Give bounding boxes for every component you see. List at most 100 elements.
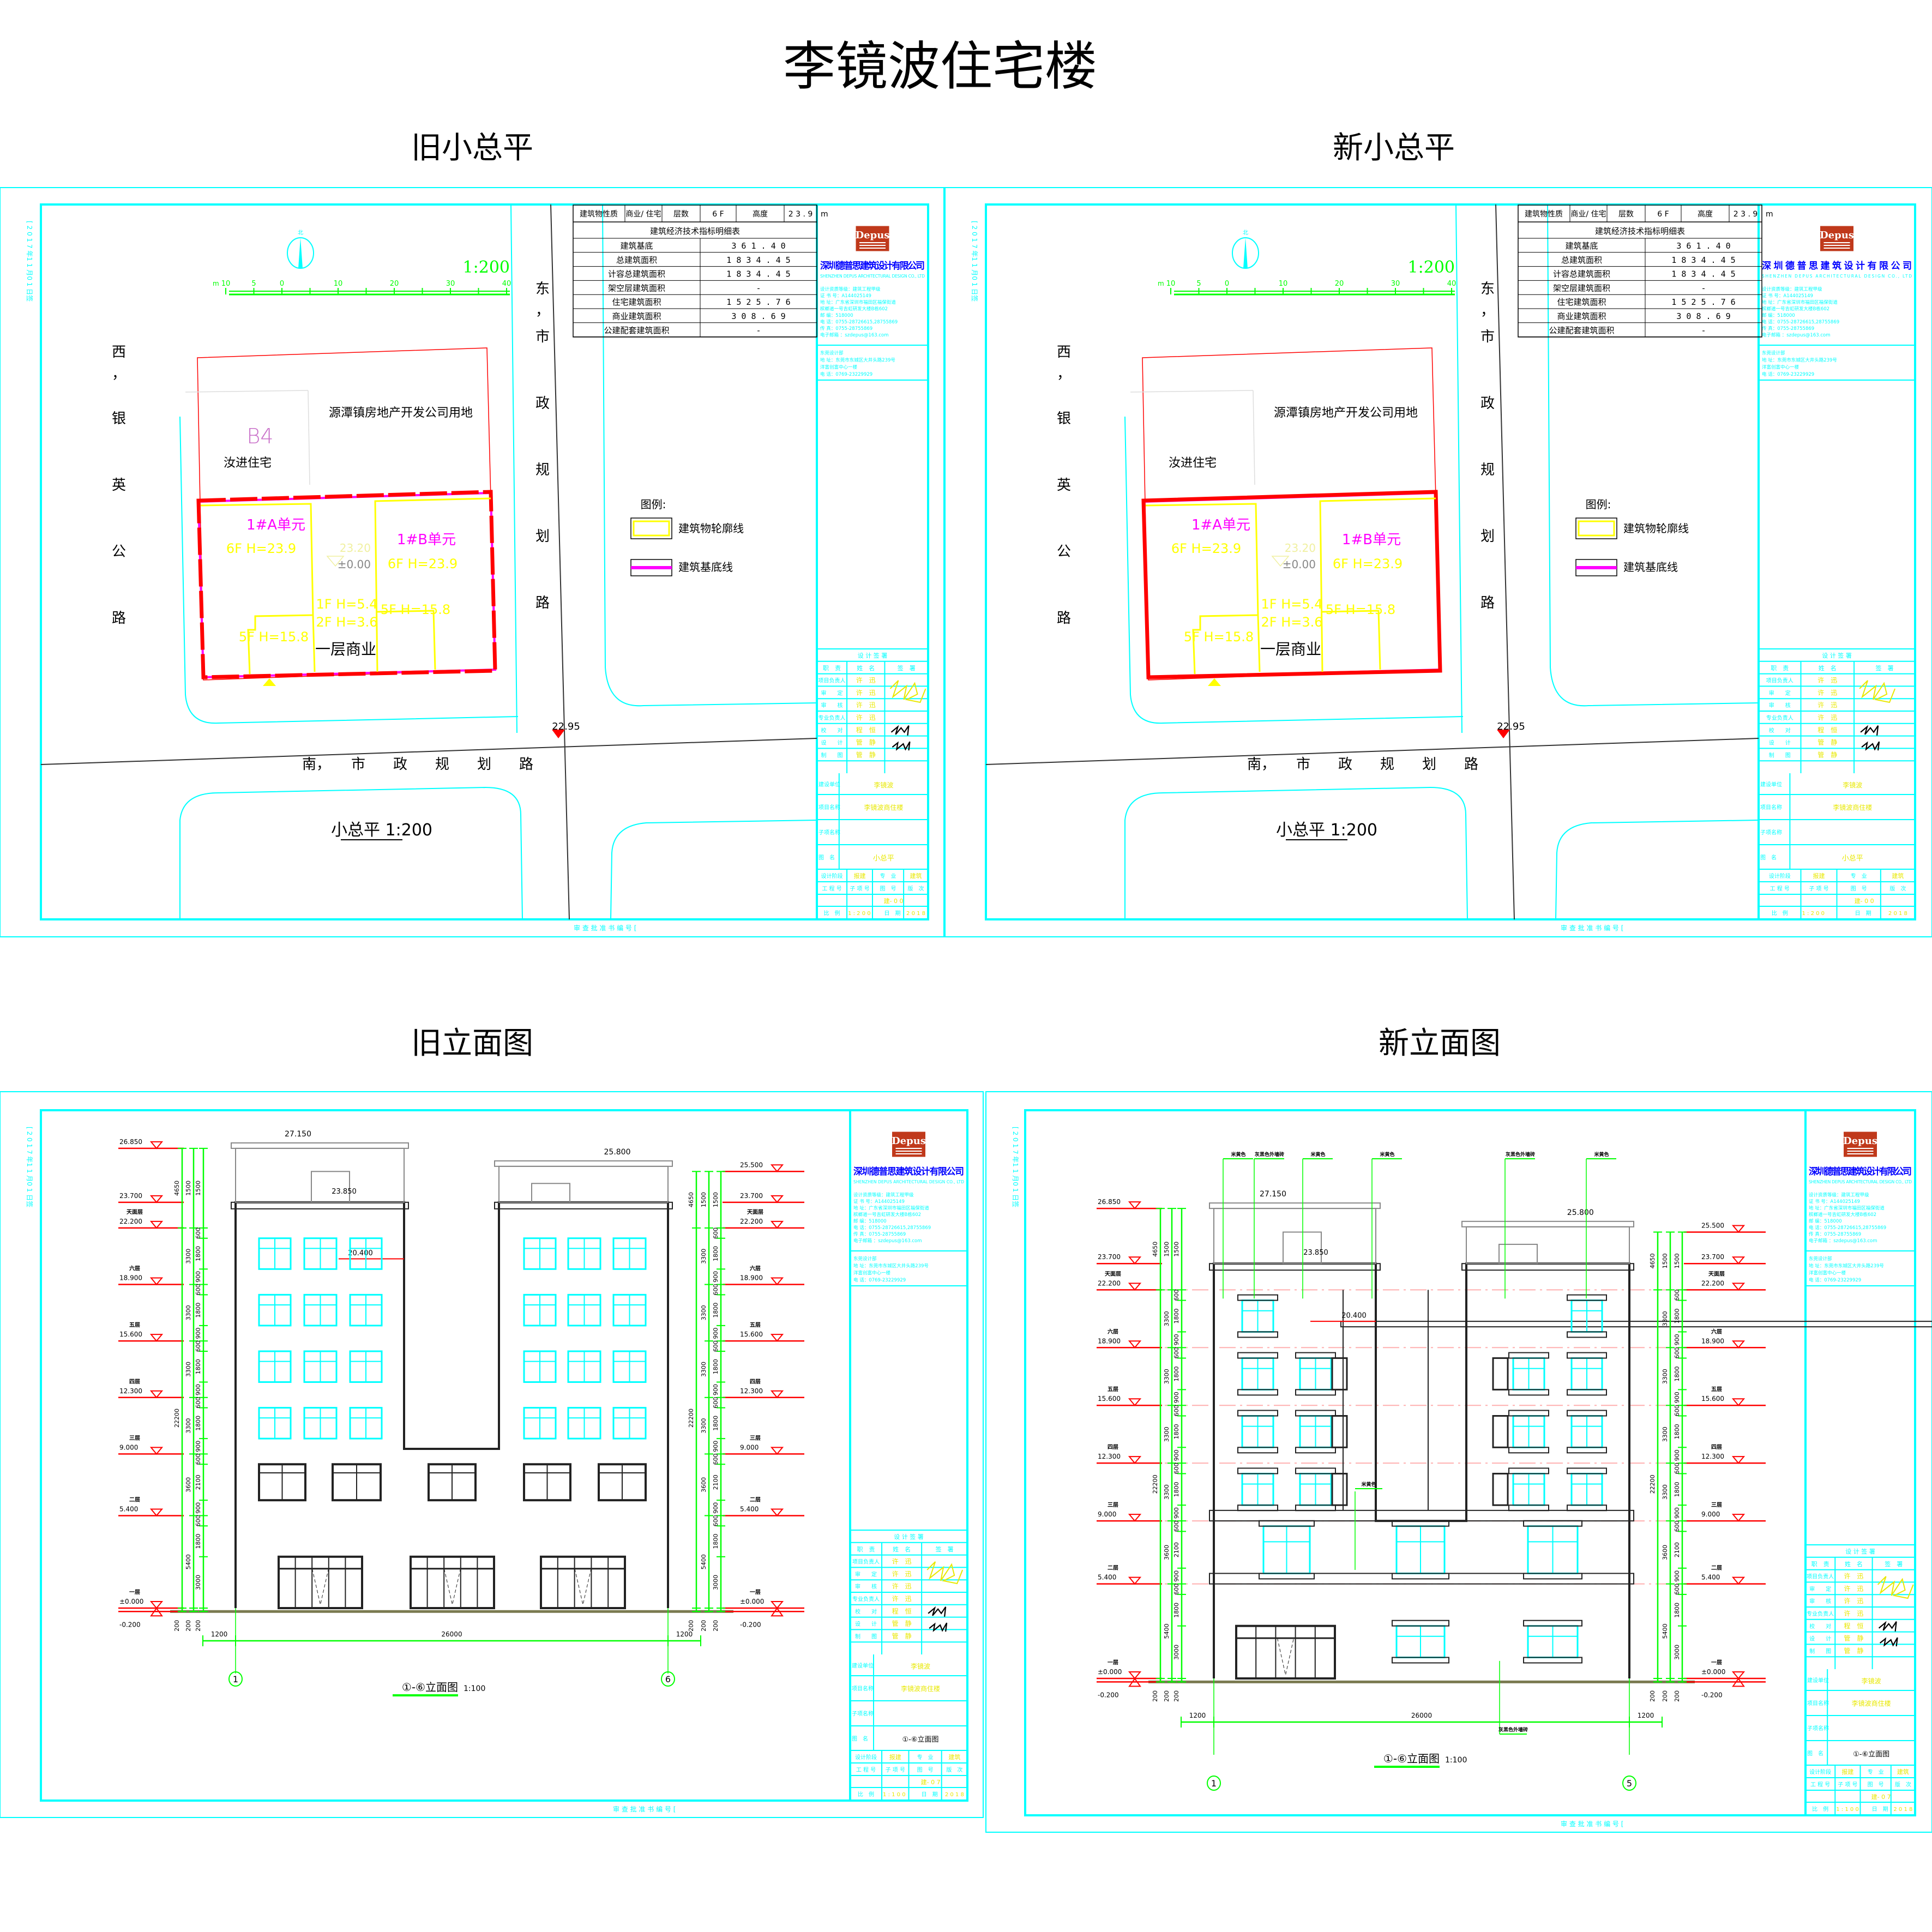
dimension-label: 200	[1173, 1690, 1180, 1702]
narrow-window	[1331, 1472, 1348, 1506]
panel-label-old-elevation: 旧立面图	[411, 1026, 533, 1061]
stage-value: 报建	[889, 1753, 901, 1761]
table-row-value: 1 8 3 4 . 4 5	[1671, 255, 1735, 265]
material-note: 灰黑色外墙砖	[1498, 1726, 1528, 1733]
company-info-line: 证 书 号：A144025149	[1809, 1199, 1860, 1205]
dimension-label: 1800	[1173, 1424, 1180, 1439]
level-marker-icon	[1128, 1201, 1142, 1209]
unit-a-outline	[1145, 503, 1259, 675]
company-info-line: 地 址：广东省深圳市福田区福保街道	[820, 299, 896, 305]
road-west-label: 银	[112, 411, 126, 427]
table-title: 建筑经济技术指标明细表	[1595, 226, 1685, 236]
level-marker-icon	[1731, 1398, 1746, 1406]
company-info-line: 证 书 号：A144025149	[820, 293, 871, 299]
scale-unit: m	[213, 280, 219, 287]
unit-b-5f-height: 5F H=15.8	[1326, 602, 1395, 617]
dimension-label: 600	[1674, 1462, 1681, 1474]
site-elevation-mark: 22.95	[552, 721, 580, 732]
road-west-label: ，	[1057, 366, 1071, 382]
north-label: 北	[298, 230, 303, 236]
dimension-label: 1800	[1173, 1366, 1180, 1381]
road-edge	[1455, 204, 1462, 733]
project-value: 李镜波商住楼	[901, 1684, 940, 1693]
signature-col-header: 职 责	[1771, 665, 1789, 672]
sheet-outer-border	[985, 1091, 1932, 1833]
dimension-label: 900	[1674, 1507, 1681, 1519]
company-info-line: 电 话：0755-28726615,28755869	[1809, 1225, 1886, 1231]
window-sill	[1508, 1389, 1549, 1396]
dimension-label: 1800	[1674, 1424, 1681, 1439]
window-sill	[1237, 1447, 1278, 1454]
horizontal-dimension-label: 1200	[676, 1630, 693, 1638]
window-sill	[1567, 1331, 1607, 1338]
level-value: 23.700	[1098, 1253, 1121, 1261]
material-note: 米黄色	[1593, 1151, 1609, 1158]
road-south-label: 规	[435, 756, 449, 773]
subitem-label: 子项名称	[1760, 829, 1782, 836]
company-info-line: 地 址：广东省深圳市福田区福保街道	[1809, 1205, 1885, 1211]
level-marker-icon	[149, 1447, 164, 1455]
horizontal-dimension-label: 1200	[1189, 1712, 1206, 1719]
table-row-value: -	[756, 326, 761, 335]
level-marker-icon	[149, 1334, 164, 1342]
table-row-value: 3 6 1 . 4 0	[731, 241, 785, 251]
dimension-label: 600	[195, 1397, 202, 1409]
road-east-label: 划	[1480, 528, 1495, 545]
level-marker-icon	[1731, 1283, 1746, 1291]
company-info-line: 传 真：0755-28755869	[820, 326, 872, 332]
level-marker-icon	[770, 1195, 784, 1203]
dimension-label: 200	[1674, 1690, 1681, 1702]
dimension-label: 2100	[712, 1474, 719, 1490]
date-year: 2 0 1 8	[1888, 911, 1907, 917]
unit-b-label: 1#B单元	[397, 532, 456, 548]
company-logo	[892, 1131, 925, 1157]
company-branch-line: 地 址：东莞市东城区大井头路239号	[853, 1263, 929, 1269]
level-value: 23.700	[119, 1192, 142, 1200]
level-name: 五层	[750, 1322, 761, 1328]
company-info-line: 传 真：0755-28755869	[853, 1231, 906, 1237]
level-value: ±0.000	[119, 1598, 143, 1605]
number-col-header: 版 次	[1889, 885, 1906, 892]
signature-name: 管 静	[1817, 738, 1837, 747]
elevation-caption: ①-⑥立面图	[402, 1681, 458, 1694]
table-header-cell: 建筑物性质	[1525, 210, 1563, 219]
company-branch-line: 洋富创富中心一楼	[1809, 1270, 1846, 1276]
signature-name: 许 迅	[1817, 714, 1837, 721]
material-note: 米黄色	[1310, 1151, 1325, 1158]
level-marker-icon	[150, 1607, 163, 1617]
company-name-en: SHENZHEN DEPUS ARCHITECTURAL DESIGN CO.,…	[853, 1179, 964, 1184]
signature-role: 专业负责人	[818, 714, 846, 721]
site-plan-caption: 小总平 1:200	[331, 821, 432, 840]
scale-tick-label: 10	[1279, 280, 1288, 288]
number-col-header: 版 次	[946, 1766, 962, 1773]
number-col-header: 子 项 号	[886, 1767, 905, 1773]
stage-label: 设计阶段	[1809, 1768, 1831, 1775]
dimension-label: 2100	[1674, 1542, 1681, 1557]
table-row-label: 总建筑面积	[1561, 255, 1602, 265]
narrow-window	[1331, 1357, 1348, 1391]
company-branch-line: 东莞设计部	[820, 350, 844, 356]
dimension-label: 200	[173, 1620, 180, 1632]
level-marker-icon	[1128, 1514, 1142, 1522]
dimension-label: 600	[1674, 1405, 1681, 1416]
dimension-label: 3000	[195, 1575, 202, 1590]
level-name: 一层	[750, 1589, 761, 1596]
window-head	[1237, 1294, 1278, 1301]
dimension-label: 600	[1674, 1520, 1681, 1532]
window-head	[1259, 1520, 1315, 1527]
legend-label-outline: 建筑物轮廓线	[678, 522, 744, 535]
new-site-plan-sheet: [ 2 0 1 7 年1 1 月0 1 日签审 查 批 准 书 编 号 [Dep…	[944, 187, 1932, 937]
signature-name: 许 迅	[1817, 677, 1837, 684]
level-name: 天面层	[1708, 1271, 1725, 1277]
client-value: 李镜波	[874, 781, 893, 789]
level-name: 二层	[1711, 1565, 1722, 1572]
sheet-inner-border	[985, 203, 1916, 920]
road-south-label: 南，	[1247, 756, 1275, 773]
sheet-outer-border	[0, 187, 944, 937]
building-outline	[1141, 490, 1442, 679]
company-name: 深圳德普思建筑设计有限公司	[1809, 1166, 1912, 1177]
dimension-label: 22200	[688, 1409, 695, 1428]
unit-a-label: 1#A单元	[246, 517, 305, 533]
building-outline	[196, 490, 497, 679]
signature-header: 设 计 签 署	[1845, 1548, 1875, 1555]
